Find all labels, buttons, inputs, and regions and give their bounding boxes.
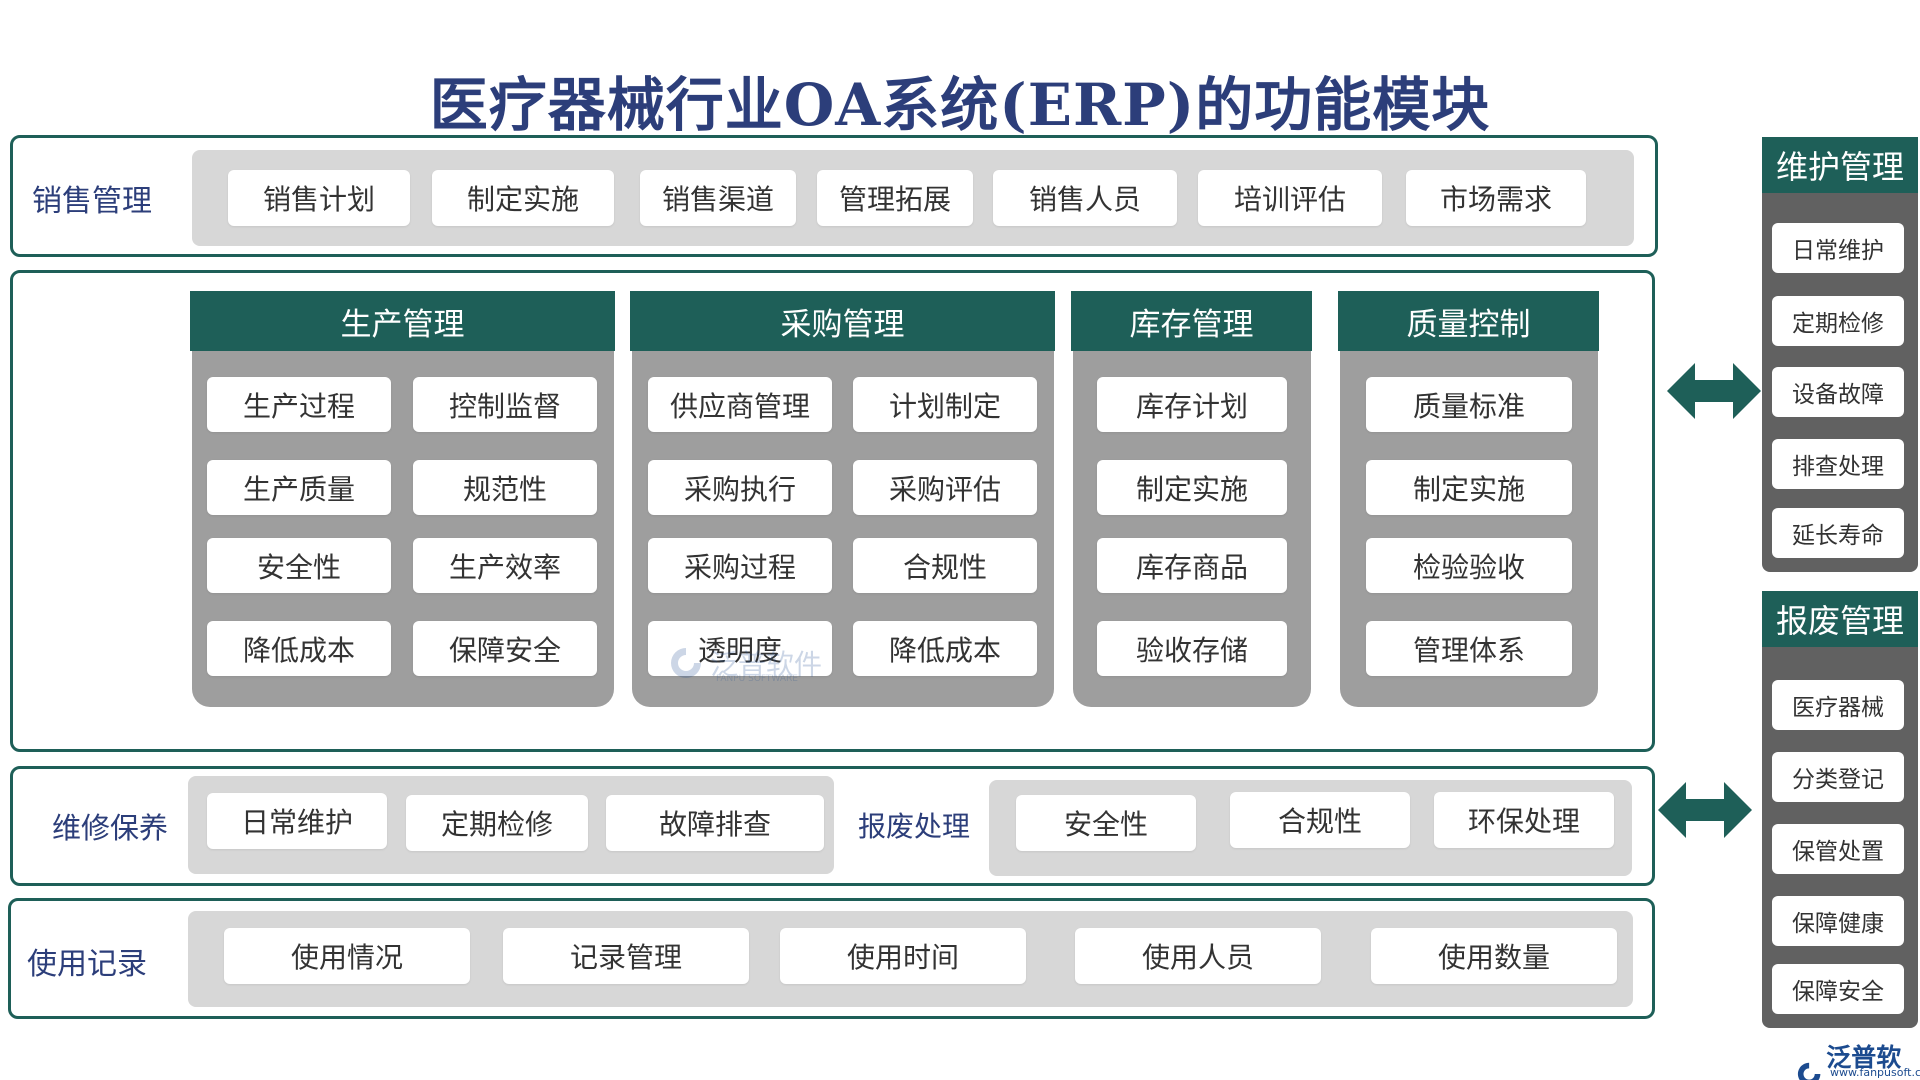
repair-item: 定期检修: [406, 795, 588, 851]
purchase-item: 供应商管理: [648, 377, 832, 432]
production-item: 控制监督: [413, 377, 597, 432]
watermark: 泛普软件 FANPU SOFTWARE: [668, 638, 838, 688]
scrap-process-label: 报废处理: [858, 810, 971, 843]
maintenance-item: 定期检修: [1772, 296, 1904, 346]
fanpu-logo-icon: [1797, 1062, 1821, 1080]
quality-item: 制定实施: [1366, 460, 1572, 515]
purchase-item: 透明度: [648, 621, 832, 676]
repair-item: 故障排查: [606, 795, 824, 851]
scrap-process-item: 安全性: [1016, 795, 1196, 851]
scrap-item: 医疗器械: [1772, 680, 1904, 730]
usage-item: 使用时间: [780, 928, 1026, 984]
quality-item: 检验验收: [1366, 538, 1572, 593]
maintenance-panel: [1762, 137, 1918, 572]
production-header: 生产管理: [190, 291, 615, 351]
usage-item: 记录管理: [503, 928, 749, 984]
scrap-item: 保管处置: [1772, 824, 1904, 874]
scrap-process-item: 合规性: [1230, 792, 1410, 848]
page-title: 医疗器械行业OA系统(ERP)的功能模块: [429, 71, 1491, 139]
inventory-item: 验收存储: [1097, 621, 1287, 676]
fanpu-logo: 泛普软件: [1796, 1038, 1920, 1080]
scrap-process-item: 环保处理: [1434, 792, 1614, 848]
usage-item: 使用人员: [1075, 928, 1321, 984]
inventory-item: 制定实施: [1097, 460, 1287, 515]
maintenance-item: 延长寿命: [1772, 508, 1904, 558]
production-item: 生产质量: [207, 460, 391, 515]
sales-label: 销售管理: [32, 184, 152, 219]
purchase-item: 降低成本: [853, 621, 1037, 676]
quality-item: 管理体系: [1366, 621, 1572, 676]
double-arrow-icon: [1658, 782, 1752, 838]
purchase-header: 采购管理: [630, 291, 1055, 351]
purchase-item: 采购评估: [853, 460, 1037, 515]
production-item: 安全性: [207, 538, 391, 593]
scrap-item: 分类登记: [1772, 752, 1904, 802]
sales-item: 销售计划: [228, 170, 410, 226]
sales-item: 管理拓展: [817, 170, 973, 226]
purchase-item: 采购过程: [648, 538, 832, 593]
sales-item: 培训评估: [1198, 170, 1382, 226]
maintenance-header: 维护管理: [1762, 137, 1918, 193]
maintenance-item: 日常维护: [1772, 223, 1904, 273]
production-item: 生产过程: [207, 377, 391, 432]
sales-item: 销售人员: [993, 170, 1177, 226]
maintenance-item: 排查处理: [1772, 439, 1904, 489]
scrap-item: 保障安全: [1772, 964, 1904, 1014]
purchase-item: 合规性: [853, 538, 1037, 593]
production-item: 降低成本: [207, 621, 391, 676]
fanpu-watermark-icon: [671, 648, 701, 678]
production-item: 保障安全: [413, 621, 597, 676]
scrap-panel: [1762, 591, 1918, 1028]
usage-item: 使用情况: [224, 928, 470, 984]
quality-item: 质量标准: [1366, 377, 1572, 432]
quality-header: 质量控制: [1338, 291, 1599, 351]
maintenance-item: 设备故障: [1772, 367, 1904, 417]
purchase-item: 采购执行: [648, 460, 832, 515]
sales-item: 制定实施: [432, 170, 614, 226]
repair-label: 维修保养: [52, 811, 169, 845]
double-arrow-icon: [1667, 363, 1761, 419]
usage-label: 使用记录: [27, 947, 147, 982]
scrap-item: 保障健康: [1772, 896, 1904, 946]
purchase-item: 计划制定: [853, 377, 1037, 432]
repair-item: 日常维护: [207, 793, 387, 849]
watermark-subtext: FANPU SOFTWARE: [716, 674, 798, 684]
production-item: 规范性: [413, 460, 597, 515]
logo-text: 泛普软件: [1826, 1043, 1902, 1080]
sales-item: 销售渠道: [640, 170, 796, 226]
production-item: 生产效率: [413, 538, 597, 593]
inventory-header: 库存管理: [1071, 291, 1312, 351]
inventory-item: 库存计划: [1097, 377, 1287, 432]
sales-item: 市场需求: [1406, 170, 1586, 226]
scrap-header: 报废管理: [1762, 591, 1918, 647]
usage-item: 使用数量: [1371, 928, 1617, 984]
inventory-item: 库存商品: [1097, 538, 1287, 593]
watermark-text: 泛普软件: [710, 648, 823, 681]
logo-url: www.fanpusoft.com: [1830, 1066, 1920, 1079]
